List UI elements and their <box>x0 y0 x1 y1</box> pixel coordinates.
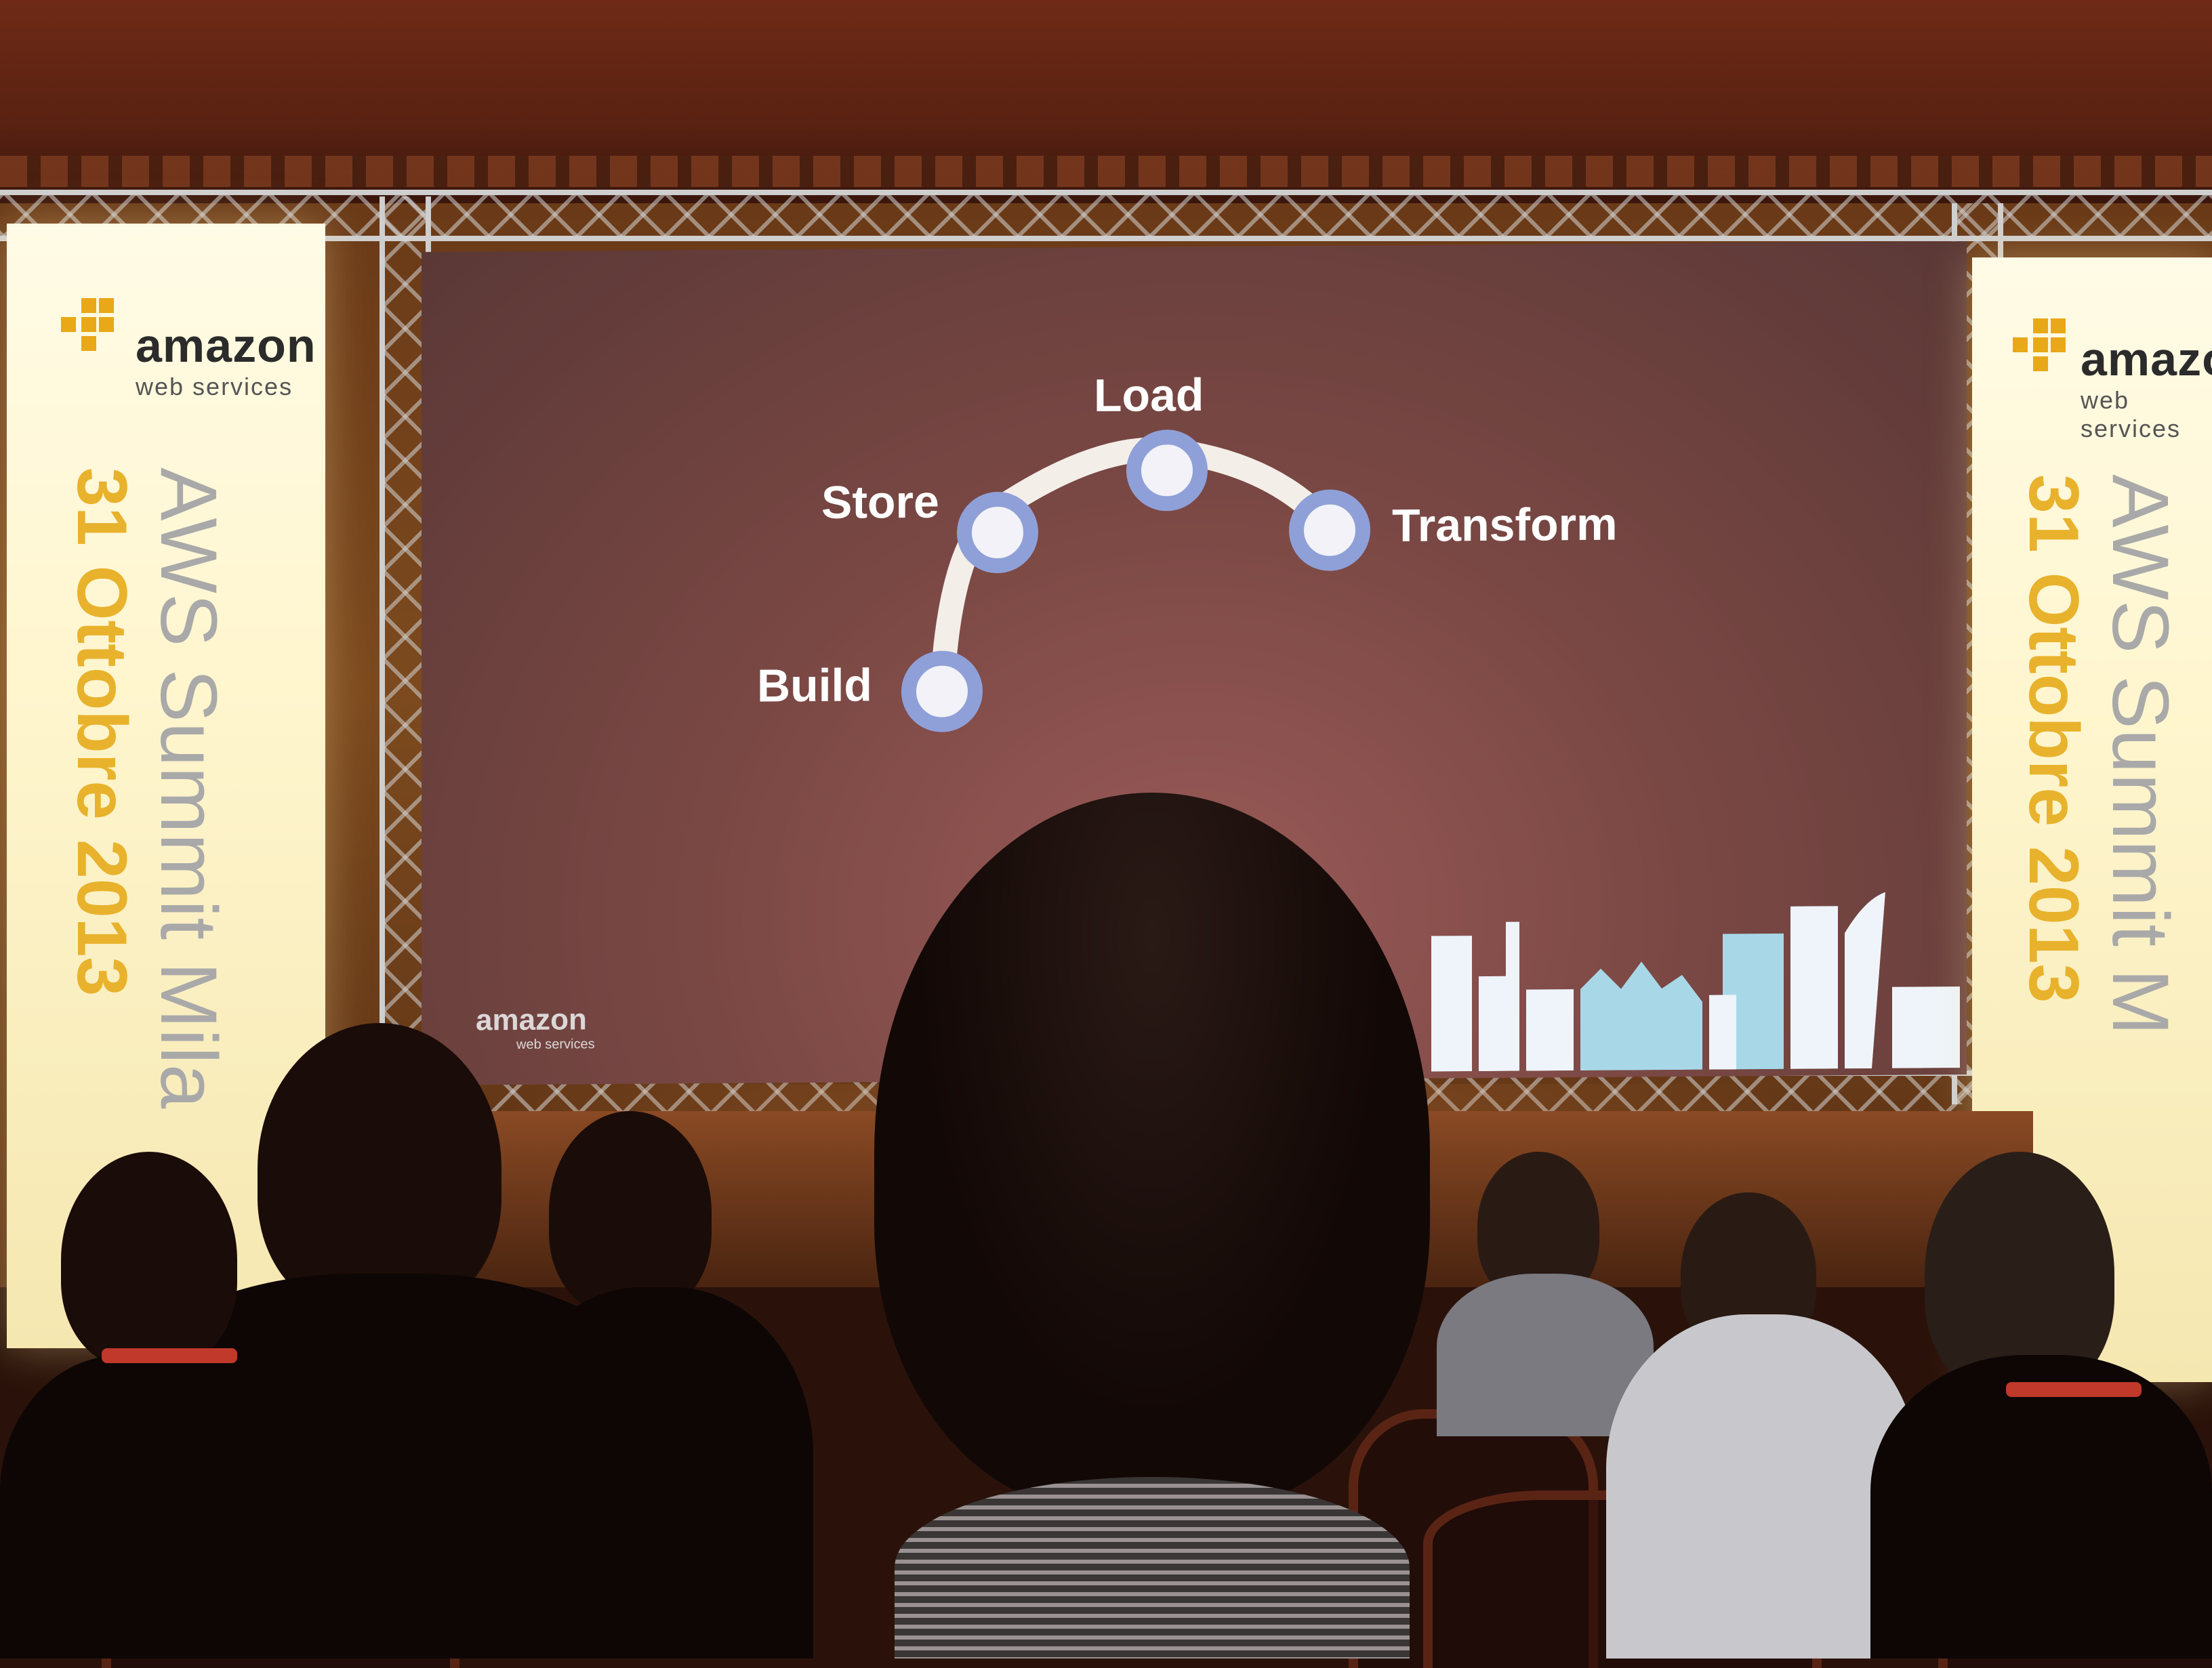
foreground-head <box>874 793 1430 1511</box>
audience-body <box>501 1287 813 1659</box>
top-truss <box>0 190 2212 241</box>
projection-screen: Build Store Load Transform amazon web se… <box>422 241 1967 1085</box>
right-banner-event: AWS Summit M <box>2095 474 2185 1036</box>
slide-logo-text: amazon <box>476 1003 587 1037</box>
audience-body <box>1606 1314 1918 1659</box>
left-banner-logo: amazon <box>136 319 316 372</box>
lanyard <box>102 1348 237 1363</box>
left-banner-logo-sub: web services <box>136 373 293 400</box>
build-label: Build <box>757 659 872 712</box>
audience-head <box>61 1152 237 1369</box>
store-label: Store <box>821 476 939 528</box>
lanyard <box>2006 1382 2142 1397</box>
right-banner-date: 31 Ottobre 2013 <box>2014 474 2093 1003</box>
audience-body <box>1870 1355 2212 1659</box>
store-node <box>957 491 1038 574</box>
right-banner-logo: amazon <box>2081 333 2212 385</box>
audience-head <box>258 1023 501 1314</box>
milan-skyline-graphic <box>1431 892 1960 1072</box>
arc-path <box>930 437 1345 705</box>
ceiling-molding <box>0 156 2212 187</box>
aws-cubes-icon <box>2013 318 2066 371</box>
foreground-striped-collar <box>895 1477 1410 1659</box>
slide-logo-sub: web services <box>516 1037 595 1052</box>
left-banner-event: AWS Summit Mila <box>144 467 233 1109</box>
right-banner-logo-sub: web services <box>2081 386 2182 442</box>
build-node <box>901 650 983 733</box>
process-arc <box>930 437 1345 705</box>
left-banner-date: 31 Ottobre 2013 <box>62 467 141 997</box>
audience-head <box>549 1111 712 1314</box>
aws-cubes-icon <box>61 298 114 351</box>
transform-label: Transform <box>1392 498 1618 551</box>
load-label: Load <box>1094 369 1204 422</box>
slide-logo: amazon web services <box>476 1003 595 1053</box>
audience-body <box>0 1355 271 1659</box>
transform-node <box>1289 489 1370 572</box>
load-node <box>1126 429 1208 512</box>
